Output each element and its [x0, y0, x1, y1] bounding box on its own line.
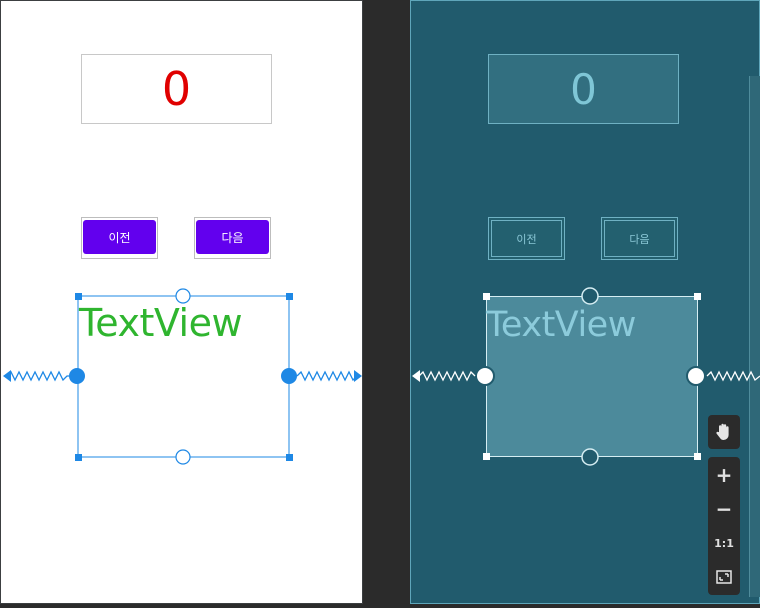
bp-constraint-right	[706, 370, 760, 382]
textview-label[interactable]: TextView	[79, 301, 243, 345]
blueprint-next-button[interactable]: 다음	[601, 217, 678, 260]
hand-icon[interactable]	[708, 416, 740, 448]
resize-handle-bottom-left	[75, 454, 82, 461]
resize-handle-top-right	[286, 293, 293, 300]
resize-handle-top-left	[75, 293, 82, 300]
fit-screen-icon[interactable]	[708, 561, 740, 593]
blueprint-surface[interactable]: 0 이전 다음 TextView + − 1:1	[410, 0, 760, 604]
actual-size-button[interactable]: 1:1	[714, 536, 734, 550]
selection-overlay	[3, 288, 362, 465]
anchor-top	[175, 288, 191, 304]
prev-button[interactable]: 이전	[83, 220, 156, 254]
vertical-scrollbar[interactable]	[749, 76, 760, 597]
minus-icon[interactable]: −	[715, 497, 733, 521]
design-surface[interactable]: 0 이전 다음 TextView	[0, 0, 363, 604]
bp-constraint-left-arrow	[412, 370, 420, 382]
counter-textview[interactable]: 0	[81, 54, 272, 124]
bp-resize-handle-top-left	[483, 293, 490, 300]
bp-constraint-left	[418, 370, 476, 382]
anchor-right	[281, 368, 297, 384]
pan-tool[interactable]	[708, 415, 740, 449]
zoom-controls: + − 1:1	[708, 457, 740, 595]
next-button[interactable]: 다음	[196, 220, 269, 254]
anchor-bottom	[175, 449, 191, 465]
blueprint-prev-label: 이전	[491, 220, 562, 257]
bp-resize-handle-top-right	[694, 293, 701, 300]
bp-resize-handle-bottom-right	[694, 453, 701, 460]
bp-anchor-bottom	[581, 448, 599, 466]
blueprint-next-label: 다음	[604, 220, 675, 257]
selection-rect	[77, 295, 290, 458]
anchor-left	[69, 368, 85, 384]
plus-icon[interactable]: +	[715, 463, 733, 487]
blueprint-selection-overlay	[412, 287, 760, 466]
resize-handle-bottom-right	[286, 454, 293, 461]
bp-resize-handle-bottom-left	[483, 453, 490, 460]
bp-anchor-right	[686, 366, 706, 386]
blueprint-prev-button[interactable]: 이전	[488, 217, 565, 260]
blueprint-textview-label: TextView	[486, 305, 636, 345]
blueprint-counter-textview[interactable]: 0	[488, 54, 679, 124]
constraint-left-arrow	[3, 370, 11, 382]
bp-anchor-top	[581, 287, 599, 305]
next-button-frame[interactable]: 다음	[194, 217, 271, 259]
prev-button-frame[interactable]: 이전	[81, 217, 158, 259]
constraint-left	[6, 370, 69, 382]
constraint-right	[296, 370, 358, 382]
constraint-right-arrow	[354, 370, 362, 382]
bp-anchor-left	[475, 366, 495, 386]
